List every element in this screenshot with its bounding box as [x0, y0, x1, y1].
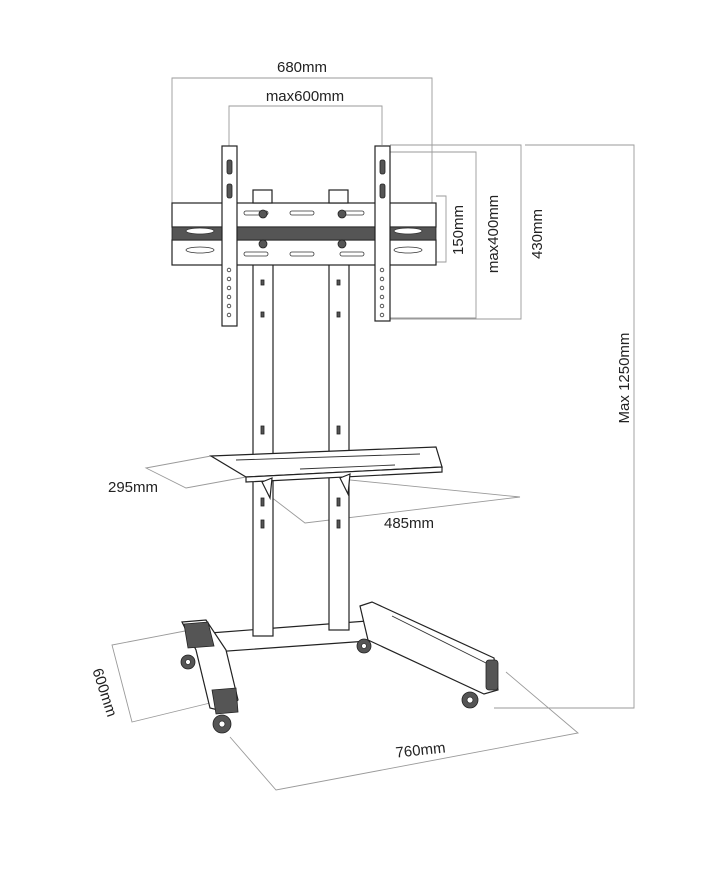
base-depth-label: 600mm [88, 666, 120, 719]
max-height-label: Max 1250mm [616, 333, 633, 424]
hole-spacing-label: 150mm [450, 205, 467, 255]
uprights [252, 257, 350, 637]
right-foot-cap [485, 659, 499, 691]
wall-mount-bracket [171, 145, 437, 327]
vesa-height-label: max400mm [485, 195, 502, 273]
trolley-base [180, 601, 499, 734]
caster-wheels [180, 638, 479, 734]
dimension-labels: 680mm max600mm 150mm max400mm 430mm Max … [88, 59, 633, 762]
shelf-width-label: 485mm [384, 515, 434, 532]
bracket-height-label: 430mm [529, 209, 546, 259]
vesa-width-label: max600mm [266, 88, 344, 105]
left-front-cap [211, 687, 239, 715]
dimension-lines [111, 77, 635, 791]
overall-width-label: 680mm [277, 59, 327, 76]
left-rear-cap [183, 621, 215, 649]
base-width-label: 760mm [395, 739, 447, 761]
glass-shelf [208, 446, 443, 501]
shelf-depth-label: 295mm [108, 479, 158, 496]
